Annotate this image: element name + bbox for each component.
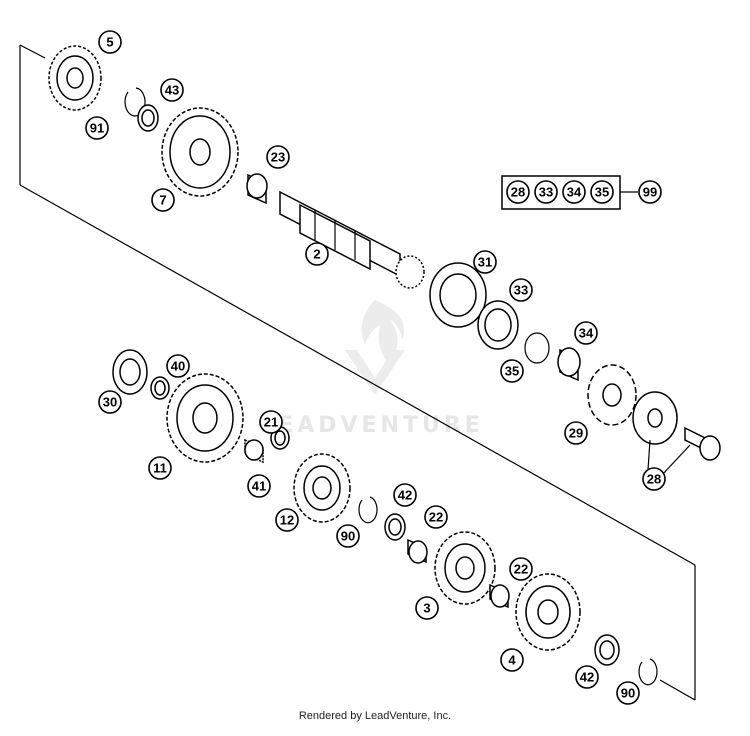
washer-42b-icon (594, 634, 620, 666)
svg-text:42: 42 (580, 670, 594, 685)
svg-text:4: 4 (508, 653, 516, 668)
washer-42-icon (384, 513, 406, 541)
callout-12[interactable]: 12 (275, 508, 299, 532)
svg-text:42: 42 (398, 488, 412, 503)
frame-lines (19, 44, 696, 701)
callout-28[interactable]: 28 (642, 467, 666, 491)
svg-text:90: 90 (621, 686, 635, 701)
svg-text:91: 91 (90, 121, 104, 136)
bearing-22b-icon (489, 583, 510, 609)
seal-33-icon (477, 300, 519, 350)
svg-text:31: 31 (478, 255, 492, 270)
svg-text:22: 22 (429, 510, 443, 525)
callout-43[interactable]: 43 (160, 78, 184, 102)
svg-text:11: 11 (153, 461, 167, 476)
svg-text:12: 12 (280, 513, 294, 528)
callout-29[interactable]: 29 (564, 421, 588, 445)
kit-box: 28 33 34 35 99 (501, 175, 662, 210)
svg-text:43: 43 (165, 83, 179, 98)
callout-21[interactable]: 21 (259, 410, 283, 434)
svg-text:29: 29 (569, 426, 583, 441)
bearing-31-icon (429, 262, 487, 328)
callout-2[interactable]: 2 (305, 242, 329, 266)
svg-text:90: 90 (341, 529, 355, 544)
callout-42[interactable]: 42 (393, 483, 417, 507)
kit-part-33[interactable]: 33 (534, 180, 558, 204)
callout-22[interactable]: 22 (424, 505, 448, 529)
kit-part-28[interactable]: 28 (506, 180, 530, 204)
bearing-22-icon (407, 538, 428, 564)
callout-35[interactable]: 35 (500, 359, 524, 383)
svg-text:30: 30 (103, 395, 117, 410)
svg-text:33: 33 (514, 283, 528, 298)
callout-22b[interactable]: 22 (509, 557, 533, 581)
bolt-28-icon (647, 426, 721, 476)
svg-text:40: 40 (171, 359, 185, 374)
svg-text:7: 7 (159, 193, 166, 208)
svg-text:23: 23 (271, 150, 285, 165)
circlip-90-icon (358, 496, 378, 524)
callout-90[interactable]: 90 (336, 524, 360, 548)
svg-text:99: 99 (643, 185, 657, 200)
callout-11[interactable]: 11 (148, 456, 172, 480)
svg-text:3: 3 (423, 601, 430, 616)
svg-text:22: 22 (514, 562, 528, 577)
gear-11-icon (166, 373, 244, 463)
bearing-23-icon (246, 173, 268, 205)
svg-text:28: 28 (511, 185, 525, 200)
svg-text:2: 2 (313, 247, 320, 262)
svg-text:33: 33 (539, 185, 553, 200)
callout-31[interactable]: 31 (473, 250, 497, 274)
spacer-34-icon (557, 347, 581, 382)
circlip-90b-icon (638, 658, 658, 686)
kit-part-34[interactable]: 34 (562, 180, 586, 204)
sprocket-29-icon (587, 364, 637, 426)
svg-text:35: 35 (595, 185, 609, 200)
gear-3-icon (434, 531, 496, 605)
svg-text:21: 21 (264, 415, 278, 430)
callout-3[interactable]: 3 (415, 596, 439, 620)
svg-text:34: 34 (567, 185, 582, 200)
footer-credit: Rendered by LeadVenture, Inc. (298, 710, 452, 722)
callout-labels: 5 43 91 7 23 2 31 33 34 35 29 28 30 40 2… (85, 30, 666, 705)
svg-text:5: 5 (106, 35, 113, 50)
callout-33[interactable]: 33 (509, 278, 533, 302)
callout-34[interactable]: 34 (574, 321, 598, 345)
gear-7-icon (161, 107, 239, 197)
svg-text:35: 35 (505, 364, 519, 379)
bearing-30-icon (112, 349, 148, 395)
gear-5-icon (48, 45, 102, 111)
shaft-2-icon (279, 190, 425, 289)
callout-23[interactable]: 23 (266, 145, 290, 169)
callout-4[interactable]: 4 (500, 648, 524, 672)
watermark-logo: LEADVENTURE (260, 300, 484, 438)
svg-text:34: 34 (579, 326, 594, 341)
svg-text:28: 28 (647, 472, 661, 487)
callout-90b[interactable]: 90 (616, 681, 640, 705)
callout-7[interactable]: 7 (151, 188, 175, 212)
oring-35-icon (524, 332, 550, 364)
callout-91[interactable]: 91 (85, 116, 109, 140)
callout-30[interactable]: 30 (98, 390, 122, 414)
washer-28-icon (632, 391, 678, 445)
washer-40-icon (150, 376, 170, 400)
watermark-text: LEADVENTURE (260, 413, 484, 438)
callout-40[interactable]: 40 (166, 354, 190, 378)
kit-part-35[interactable]: 35 (590, 180, 614, 204)
needle-bearing-21-icon (244, 438, 264, 464)
kit-label-99[interactable]: 99 (638, 180, 662, 204)
callout-41[interactable]: 41 (247, 474, 271, 498)
gear-12-icon (293, 453, 351, 523)
callout-5[interactable]: 5 (98, 30, 122, 54)
svg-text:41: 41 (252, 479, 266, 494)
callout-42b[interactable]: 42 (575, 665, 599, 689)
gear-4-icon (515, 573, 581, 651)
washer-43-icon (137, 104, 159, 132)
